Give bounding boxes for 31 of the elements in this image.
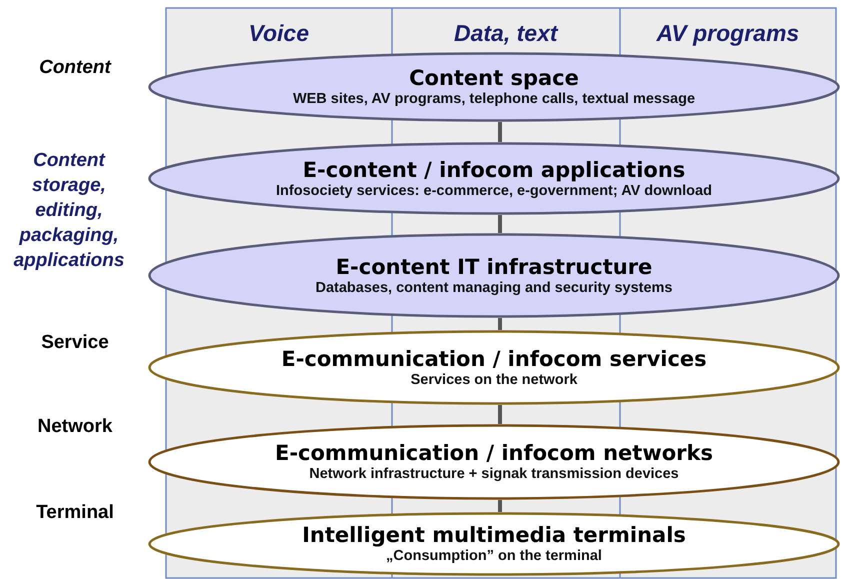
layer-title: E-communication / infocom networks [275, 441, 713, 465]
column-heading: Data, text [454, 20, 558, 47]
layer-title: Content space [409, 66, 579, 90]
layer-title: Intelligent multimedia terminals [302, 523, 686, 547]
layer-ellipse [148, 52, 840, 122]
column-heading: Voice [248, 20, 310, 47]
layer-description: Databases, content managing and security systems [316, 280, 672, 296]
column-heading: AV programs [656, 20, 800, 47]
layer-description: Network infrastructure + signak transmission devices [309, 466, 679, 483]
layer-ellipse [148, 142, 840, 215]
layer-ellipse [148, 424, 840, 500]
connector-line [498, 318, 502, 330]
layer-label: Content storage, editing, packaging, applications [12, 149, 126, 273]
connector-line [498, 500, 502, 512]
connector-line [498, 405, 502, 424]
connector-line [498, 215, 502, 233]
layer-label: Terminal [35, 501, 115, 525]
layer-label: Network [36, 415, 114, 439]
layer-description: Infosociety services: e-commerce, e-government; AV download [276, 182, 712, 200]
connector-line [498, 122, 502, 142]
layer-title: E-communication / infocom services [281, 346, 707, 370]
layer-title: E-content / infocom applications [302, 158, 686, 182]
layer-ellipse [148, 512, 840, 576]
layer-label: Service [40, 331, 110, 355]
layer-description: WEB sites, AV programs, telephone calls, textual message [292, 91, 696, 108]
layer-title: E-content IT infrastructure [336, 254, 652, 278]
layer-description: Services on the network [410, 372, 578, 388]
layer-description: „Consumption” on the terminal [386, 548, 602, 565]
layer-ellipse [148, 233, 840, 318]
layer-ellipse [148, 330, 840, 405]
layer-label: Content [38, 56, 112, 80]
